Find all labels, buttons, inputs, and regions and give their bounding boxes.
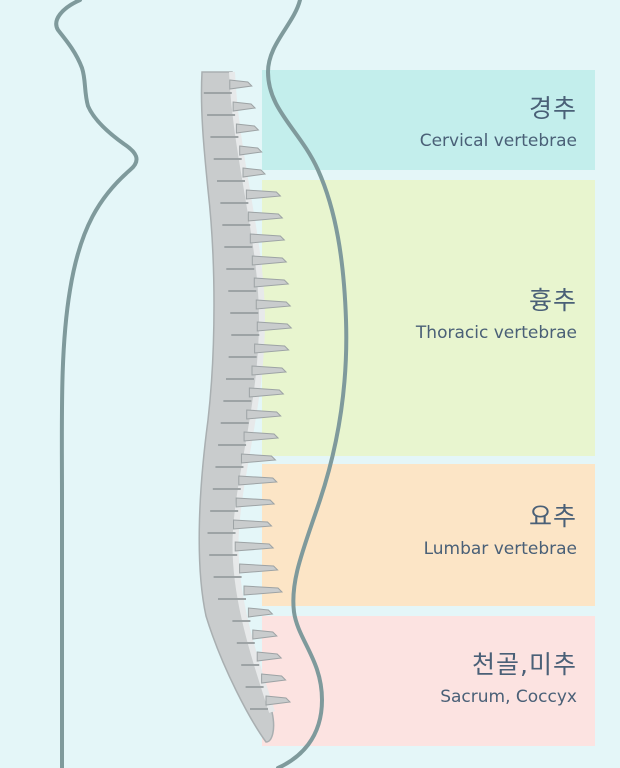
cervical-region-band <box>262 70 595 170</box>
spinous-process <box>229 79 253 90</box>
spinous-process <box>252 629 278 640</box>
spinous-process <box>261 673 287 684</box>
sacrum-english-label: Sacrum, Coccyx <box>440 687 577 707</box>
spinous-process <box>254 343 290 354</box>
spinous-process <box>233 519 273 530</box>
spinous-process <box>256 651 283 662</box>
spinous-process <box>247 211 284 222</box>
spinous-process <box>235 497 276 508</box>
spinous-process <box>265 695 292 706</box>
spinous-process <box>239 145 263 156</box>
back-outline <box>265 0 349 768</box>
spinous-process <box>256 321 293 332</box>
thoracic-english-label: Thoracic vertebrae <box>415 323 577 343</box>
cervical-label: 경추 Cervical vertebrae <box>420 94 577 152</box>
spinous-process <box>243 431 280 442</box>
sacrum-korean-label: 천골,미추 <box>472 650 577 679</box>
spinous-process <box>249 233 286 244</box>
spinous-process <box>242 167 267 178</box>
cervical-korean-label: 경추 <box>528 94 577 123</box>
spinous-process <box>232 101 257 112</box>
spinous-process <box>238 475 278 486</box>
cervical-english-label: Cervical vertebrae <box>419 131 577 151</box>
body-outline <box>54 0 139 768</box>
spinous-process <box>251 365 288 376</box>
lumbar-korean-label: 요추 <box>528 502 577 531</box>
thoracic-korean-label: 흉추 <box>528 286 577 315</box>
spinous-process <box>253 277 290 288</box>
spinous-process <box>239 563 279 574</box>
spinous-process <box>243 585 284 596</box>
spinous-process <box>247 607 274 618</box>
spinous-process <box>240 453 277 464</box>
vertebral-processes <box>229 79 293 706</box>
spinous-process <box>234 541 275 552</box>
spinous-process <box>248 387 285 398</box>
spinous-process <box>245 189 282 200</box>
sacrum-label: 천골,미추 Sacrum, Coccyx <box>440 650 577 708</box>
spinous-process <box>235 123 260 134</box>
lumbar-english-label: Lumbar vertebrae <box>423 539 577 559</box>
lumbar-region-band <box>262 464 595 606</box>
spinous-process <box>255 299 292 310</box>
intervertebral-discs <box>203 92 268 710</box>
spinous-process <box>251 255 288 266</box>
lumbar-label: 요추 Lumbar vertebrae <box>424 502 577 560</box>
thoracic-region-band <box>262 180 595 456</box>
spinous-process <box>246 409 282 420</box>
thoracic-label: 흉추 Thoracic vertebrae <box>416 286 577 344</box>
